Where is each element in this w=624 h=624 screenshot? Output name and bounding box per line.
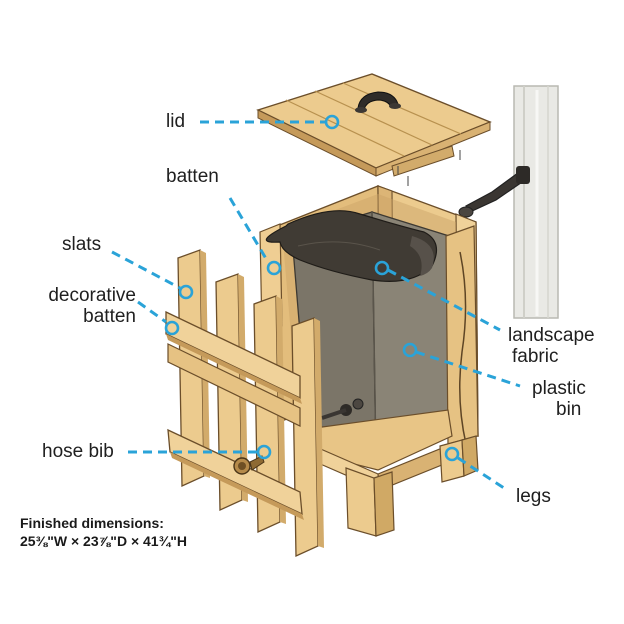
leader-line-slats bbox=[111, 250, 181, 290]
label-plastic-bin-line1: plastic bbox=[532, 378, 586, 399]
label-plastic-bin: plastic bin bbox=[532, 378, 586, 420]
dimensions-heading: Finished dimensions: bbox=[20, 515, 164, 531]
marker-batten bbox=[266, 260, 282, 276]
marker-slats bbox=[178, 284, 194, 300]
diverter-hose bbox=[458, 166, 530, 218]
downspout-pipe bbox=[513, 85, 559, 319]
label-lid: lid bbox=[166, 111, 186, 132]
leader-lines bbox=[111, 120, 521, 490]
marker-hose-bib bbox=[256, 444, 272, 460]
label-decorative-batten: decorative batten bbox=[28, 285, 136, 327]
leader-markers bbox=[164, 114, 460, 462]
label-landscape-fabric: landscape fabric bbox=[508, 325, 595, 367]
label-plastic-bin-line2: bin bbox=[556, 399, 582, 420]
box-front-post bbox=[445, 225, 479, 445]
hose-bib-graphic bbox=[233, 455, 265, 475]
decorative-batten-graphic bbox=[165, 310, 304, 520]
lid-graphic bbox=[256, 73, 492, 186]
marker-plastic-bin bbox=[402, 342, 418, 358]
marker-lid bbox=[324, 114, 340, 130]
label-hose-bib: hose bib bbox=[42, 441, 114, 462]
leader-line-legs bbox=[457, 456, 505, 490]
label-slats: slats bbox=[62, 234, 102, 255]
leader-line-plastic-bin bbox=[415, 350, 521, 388]
label-decorative-batten-line2: batten bbox=[83, 306, 136, 327]
label-legs: legs bbox=[516, 486, 551, 507]
label-landscape-fabric-line2: fabric bbox=[512, 346, 559, 367]
leader-line-decorative-batten bbox=[137, 300, 167, 324]
dimensions-value: 25⅜"W × 23⅞"D × 41¾"H bbox=[20, 533, 188, 549]
marker-legs bbox=[444, 446, 460, 462]
label-landscape-fabric-line1: landscape bbox=[508, 325, 595, 346]
label-batten: batten bbox=[166, 166, 219, 187]
marker-decorative-batten bbox=[164, 320, 180, 336]
label-decorative-batten-line1: decorative bbox=[48, 285, 136, 306]
marker-landscape-fabric bbox=[374, 260, 390, 276]
finished-dimensions: Finished dimensions: 25⅜"W × 23⅞"D × 41¾… bbox=[20, 514, 187, 550]
leader-line-landscape-fabric bbox=[387, 268, 501, 332]
leader-line-batten bbox=[228, 197, 270, 263]
